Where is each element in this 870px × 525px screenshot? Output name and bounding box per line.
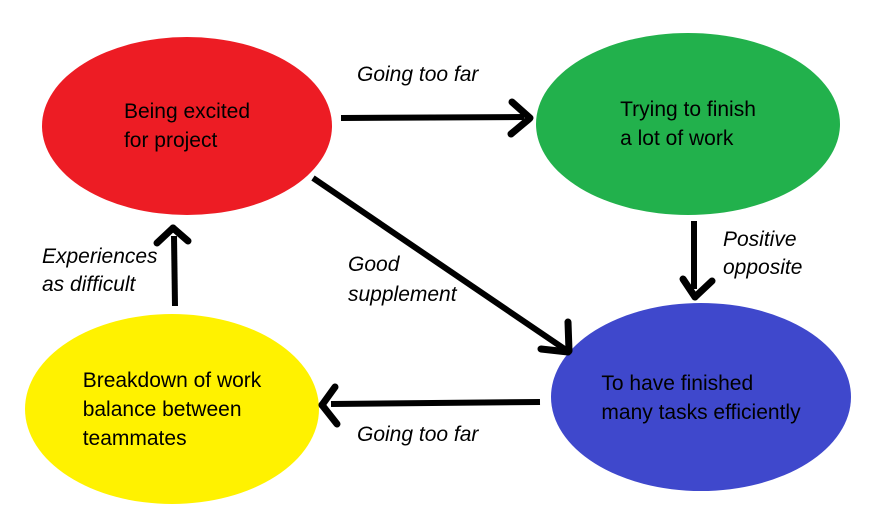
node-label-breakdown: Breakdown of work balance between teamma… [25,314,319,504]
edge-label-line: Going too far [357,63,479,86]
arrow-breakdown-to-excited [153,224,192,307]
arrow-excited-to-trying [340,98,534,138]
node-label-line: teammates [82,426,187,450]
edge-label-line: Positive [723,228,797,251]
node-label-line: a lot of work [620,127,734,150]
edge-label-experiences-as-difficult: Experiences as difficult [42,243,158,299]
edge-label-positive-opposite: Positive opposite [723,226,802,282]
node-label-line: Being excited [123,100,251,123]
arrow-excited-to-finished [311,175,573,356]
node-label-line: To have finished [601,371,754,395]
edge-label-going-too-far-bottom: Going too far [357,421,478,449]
node-label-line: for project [123,129,218,152]
node-label-line: Trying to finish [620,98,756,121]
node-label-line: many tasks efficiently [601,400,801,424]
node-being-excited [42,37,332,215]
node-trying-to-finish [536,33,840,215]
edge-label-line: Going too far [357,423,479,446]
node-breakdown [25,314,319,504]
edge-label-going-too-far-top: Going too far [357,61,478,89]
edge-label-line: Experiences [42,245,158,268]
node-label-trying-to-finish: Trying to finish a lot of work [536,33,840,215]
node-label-line: balance between [82,397,242,421]
node-label-being-excited: Being excited for project [42,37,332,215]
edge-label-line: supplement [348,283,457,306]
edge-label-line: Good [348,253,400,276]
node-finished-tasks [551,303,851,491]
edge-label-good-supplement: Good supplement [348,250,457,310]
node-label-line: Breakdown of work [82,368,262,392]
node-label-finished-tasks: To have finished many tasks efficiently [551,304,851,491]
arrow-finished-to-breakdown [318,383,541,428]
edge-label-line: opposite [723,256,803,279]
edge-label-line: as difficult [42,273,136,296]
arrow-trying-to-finished [679,221,716,301]
